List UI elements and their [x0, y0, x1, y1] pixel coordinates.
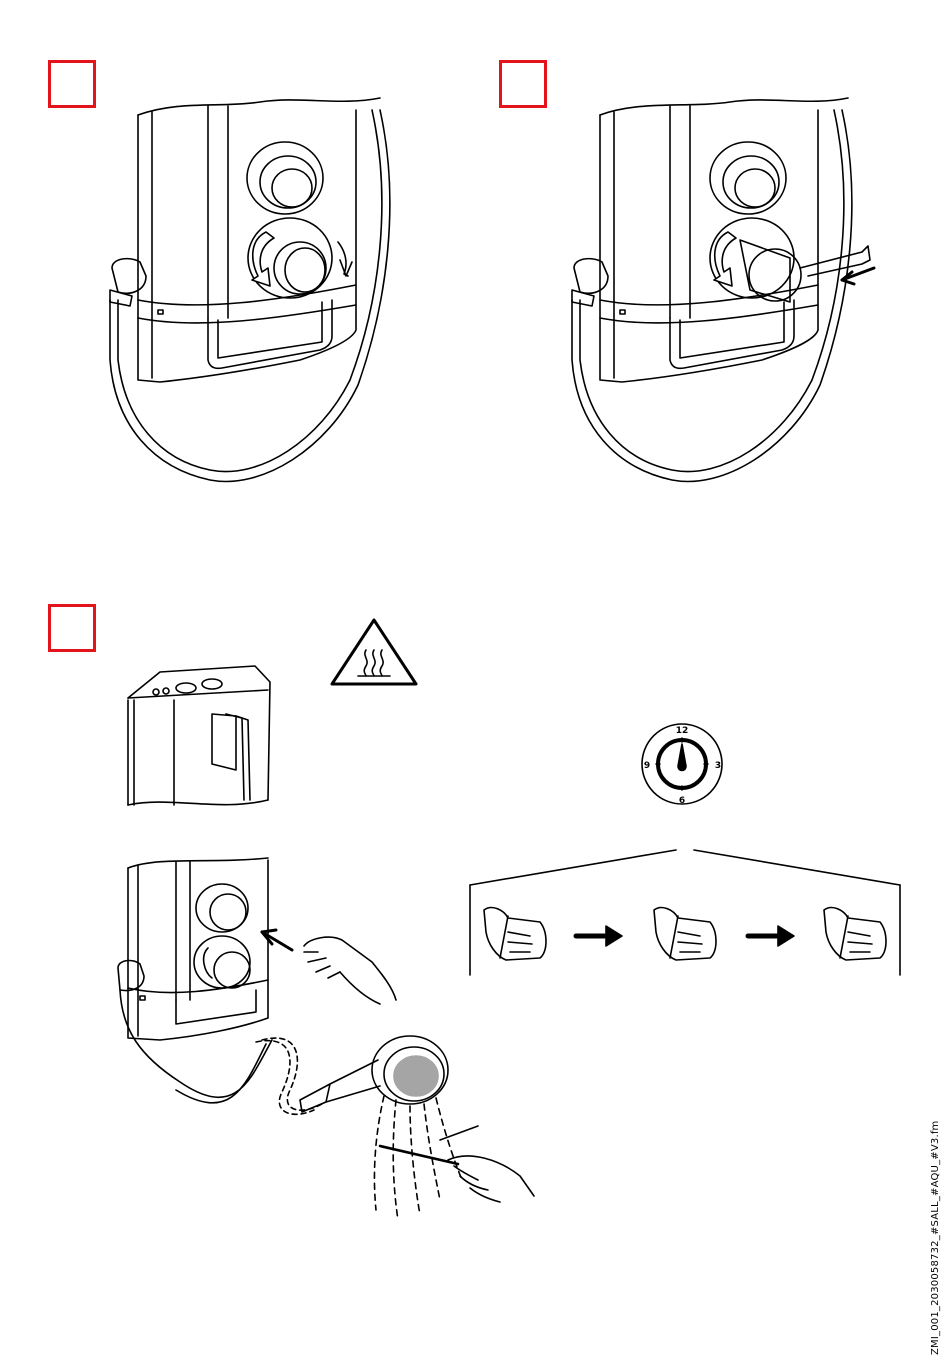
dial-label-bottom: 6: [679, 796, 685, 806]
temperature-dial-icon: [642, 724, 722, 804]
file-label: ZMI_001_2030058732_#SALL_#AQU_#V3.fm: [930, 1121, 941, 1356]
arrow-right-icon-2: [748, 926, 794, 946]
shower-unit-illustration-3: [118, 858, 396, 1114]
hand-thumb-icon-2: [654, 908, 716, 960]
hand-thumb-icon-3: [824, 908, 886, 960]
hand-sequence-frame: [470, 850, 900, 975]
arrow-right-icon-1: [576, 926, 622, 946]
hot-surface-warning-icon: [332, 620, 416, 684]
dial-label-right: 3: [715, 761, 721, 771]
shower-unit-illustration-2: [572, 98, 874, 481]
dial-label-left: 9: [644, 761, 650, 771]
shower-head-illustration: [300, 1036, 534, 1220]
dial-label-top: 12: [676, 726, 689, 736]
shower-unit-illustration-1: [110, 98, 390, 481]
shower-unit-top-illustration: [128, 666, 270, 805]
hand-thumb-icon-1: [484, 908, 546, 960]
